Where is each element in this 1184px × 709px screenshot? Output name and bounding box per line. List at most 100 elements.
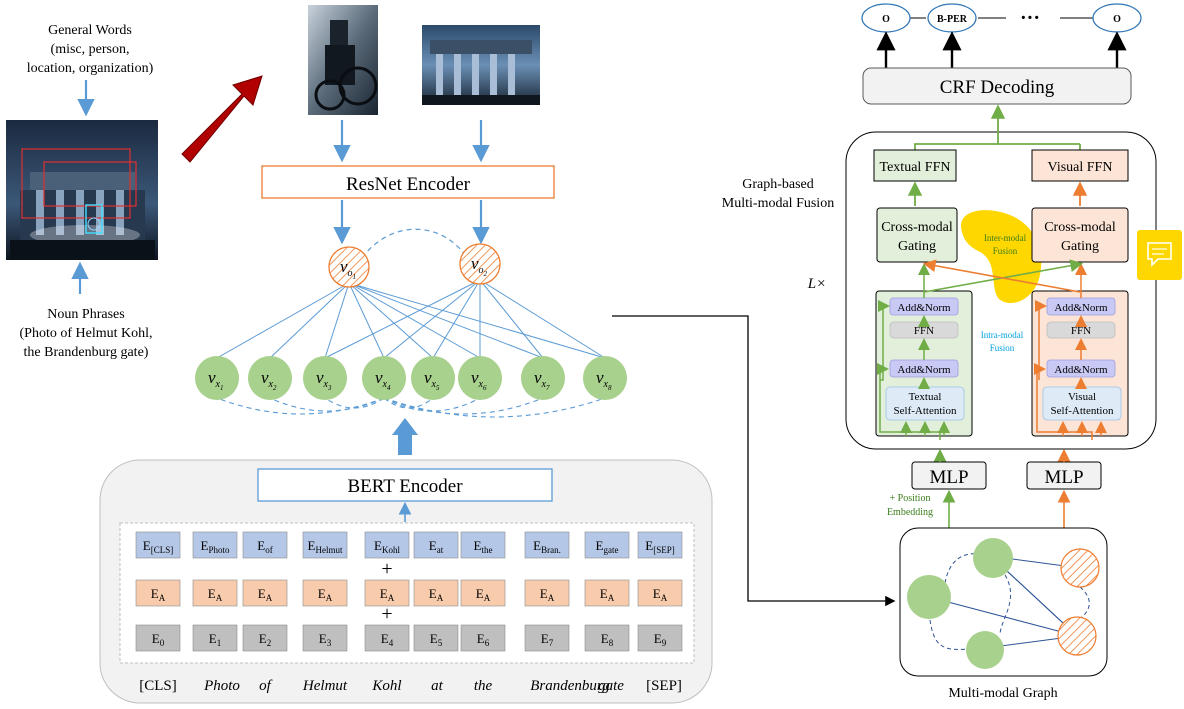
position-embedding-label: E6 bbox=[477, 631, 490, 648]
visual-self-attention-box: Visual Self-Attention bbox=[1042, 386, 1122, 421]
position-embedding-label: E9 bbox=[654, 631, 667, 648]
bert-up-arrow bbox=[392, 418, 418, 455]
svg-text:Cross-modal: Cross-modal bbox=[1044, 220, 1116, 235]
input-word: the bbox=[474, 678, 493, 694]
syntax-edge bbox=[383, 397, 481, 412]
token-embedding-label: E[CLS] bbox=[143, 538, 173, 555]
crf-tag-label: O bbox=[1113, 14, 1121, 25]
visual-cross-gating-box: Cross-modal Gating bbox=[1031, 207, 1129, 263]
fusion-title: Graph-based Multi-modal Fusion bbox=[722, 177, 834, 211]
text-node-label: vx8 bbox=[596, 368, 612, 392]
text-node-label: vx7 bbox=[534, 368, 550, 392]
svg-text:General Words: General Words bbox=[48, 23, 132, 38]
svg-text:Textual FFN: Textual FFN bbox=[880, 160, 951, 175]
multimodal-graph bbox=[899, 527, 1108, 677]
segment-embedding bbox=[584, 579, 630, 607]
position-embedding bbox=[192, 624, 238, 652]
svg-text:(Photo of Helmut Kohl,: (Photo of Helmut Kohl, bbox=[20, 326, 153, 341]
position-embedding-label: E2 bbox=[259, 631, 271, 648]
resnet-encoder-label: ResNet Encoder bbox=[346, 174, 471, 195]
svg-text:Self-Attention: Self-Attention bbox=[1051, 405, 1114, 417]
segment-embedding-label: EA bbox=[380, 586, 395, 603]
svg-text:Embedding: Embedding bbox=[887, 507, 933, 518]
visual-mlp-box: MLP bbox=[1026, 461, 1102, 490]
text-node bbox=[303, 356, 347, 400]
token-embedding bbox=[524, 531, 570, 559]
svg-text:Inter-modal: Inter-modal bbox=[984, 233, 1027, 243]
cross-edge bbox=[383, 279, 481, 359]
crf-tag-label: B-PER bbox=[937, 14, 968, 25]
segment-embedding-label: EA bbox=[208, 586, 223, 603]
text-node bbox=[195, 356, 239, 400]
text-node bbox=[362, 356, 406, 400]
input-word: Kohl bbox=[371, 678, 401, 694]
token-embedding-label: Ethe bbox=[474, 538, 493, 555]
visual-node bbox=[328, 246, 370, 288]
position-embedding bbox=[637, 624, 683, 652]
position-embedding bbox=[460, 624, 506, 652]
text-node bbox=[458, 356, 502, 400]
repeat-label: L× bbox=[807, 276, 826, 292]
fusion-to-crf-arrow bbox=[914, 104, 1006, 150]
text-node-label: vx5 bbox=[424, 368, 440, 392]
cross-edge bbox=[348, 282, 544, 359]
token-embedding-label: Eat bbox=[429, 538, 444, 555]
textual-mlp-box: MLP bbox=[911, 461, 987, 490]
visual-ffn-box: Visual FFN bbox=[1031, 149, 1129, 182]
text-node-label: vx2 bbox=[261, 368, 277, 392]
segment-embedding bbox=[364, 579, 410, 607]
crop-image-gate bbox=[422, 25, 540, 105]
visual-add-norm-bottom: Add&Norm bbox=[1046, 359, 1116, 378]
cross-modal-arrows bbox=[922, 259, 1084, 293]
svg-text:Add&Norm: Add&Norm bbox=[1054, 302, 1108, 314]
position-embedding bbox=[302, 624, 348, 652]
token-embedding bbox=[192, 531, 238, 559]
token-embedding-label: E[SEP] bbox=[645, 538, 674, 555]
segment-embedding-label: EA bbox=[600, 586, 615, 603]
cross-edge bbox=[479, 279, 606, 359]
inter-modal-blob bbox=[960, 210, 1042, 304]
crf-decoding-label: CRF Decoding bbox=[940, 77, 1055, 98]
svg-text:MLP: MLP bbox=[1044, 467, 1083, 488]
token-embedding bbox=[242, 531, 288, 559]
visual-node-link bbox=[361, 228, 467, 259]
svg-text:Multi-modal Fusion: Multi-modal Fusion bbox=[722, 196, 834, 211]
syntax-edge bbox=[216, 397, 385, 415]
syntax-edge bbox=[383, 397, 606, 418]
visual-node-label: vo1 bbox=[340, 257, 356, 281]
position-embedding bbox=[413, 624, 459, 652]
input-word: Helmut bbox=[302, 678, 348, 694]
input-image bbox=[6, 120, 158, 260]
cross-edge bbox=[432, 279, 481, 359]
visual-node-label: vo2 bbox=[471, 254, 488, 278]
connector-line bbox=[612, 315, 896, 607]
position-embedding bbox=[242, 624, 288, 652]
input-word: of bbox=[259, 678, 273, 694]
segment-embedding bbox=[192, 579, 238, 607]
svg-text:Visual FFN: Visual FFN bbox=[1048, 160, 1113, 175]
token-embedding-label: EHelmut bbox=[308, 538, 343, 555]
svg-text:(misc, person,: (misc, person, bbox=[51, 42, 130, 57]
textual-cross-gating-box: Cross-modal Gating bbox=[876, 207, 958, 263]
crop-arrow bbox=[181, 75, 263, 163]
position-embedding-label: E3 bbox=[319, 631, 332, 648]
textual-ffn-inner: FFN bbox=[889, 321, 959, 339]
token-embedding-label: EPhoto bbox=[201, 538, 230, 555]
text-node-label: vx6 bbox=[471, 368, 487, 392]
position-embedding bbox=[584, 624, 630, 652]
general-words-label: General Words (misc, person, location, o… bbox=[27, 23, 154, 76]
syntax-edge bbox=[383, 397, 434, 409]
textual-self-attention-box: Textual Self-Attention bbox=[885, 386, 965, 421]
segment-embedding-label: EA bbox=[429, 586, 444, 603]
token-embedding-label: EBran. bbox=[533, 538, 561, 555]
text-node bbox=[411, 356, 455, 400]
segment-embedding bbox=[135, 579, 181, 607]
svg-text:Noun Phrases: Noun Phrases bbox=[47, 307, 124, 322]
text-node bbox=[583, 356, 627, 400]
svg-text:Fusion: Fusion bbox=[993, 246, 1018, 256]
token-embedding-label: Egate bbox=[596, 538, 619, 555]
cross-edge bbox=[216, 282, 350, 359]
comment-icon[interactable] bbox=[1137, 230, 1182, 280]
